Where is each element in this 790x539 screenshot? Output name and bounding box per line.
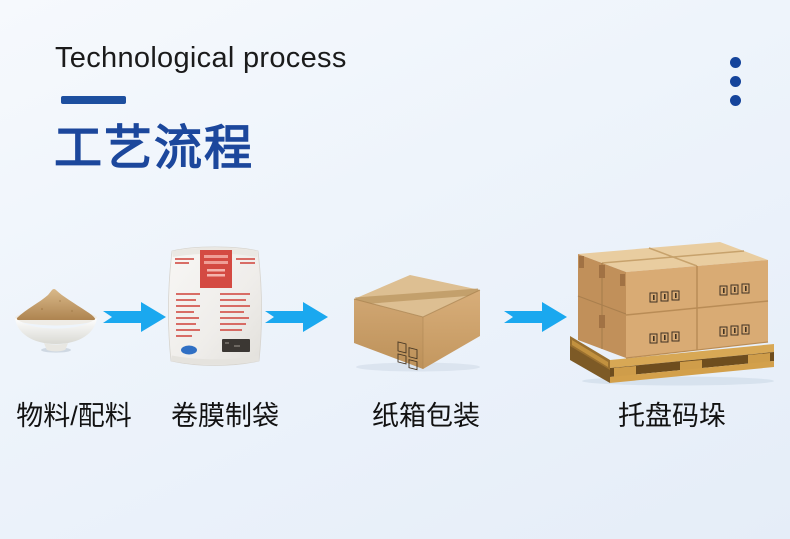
right-arrow-icon [265,302,328,332]
pallet-stack-image [570,242,774,386]
step-label: 纸箱包装 [372,401,480,431]
powder-bowl-image [15,288,97,353]
dot-icon [730,57,741,68]
dot-icon [730,76,741,87]
section-title-zh: 工艺流程 [54,122,255,175]
dot-icon [730,95,741,106]
right-arrow-icon [504,302,567,332]
carton-box-image [353,275,481,372]
step-label: 物料/配料 [16,401,132,431]
section-title-en: Technological process [55,42,347,74]
right-arrow-icon [103,302,166,332]
vertical-dots-icon [730,57,742,114]
film-bag-image [168,246,262,366]
title-underline [61,96,126,104]
step-label: 卷膜制袋 [171,401,279,431]
step-label: 托盘码垛 [618,401,726,431]
